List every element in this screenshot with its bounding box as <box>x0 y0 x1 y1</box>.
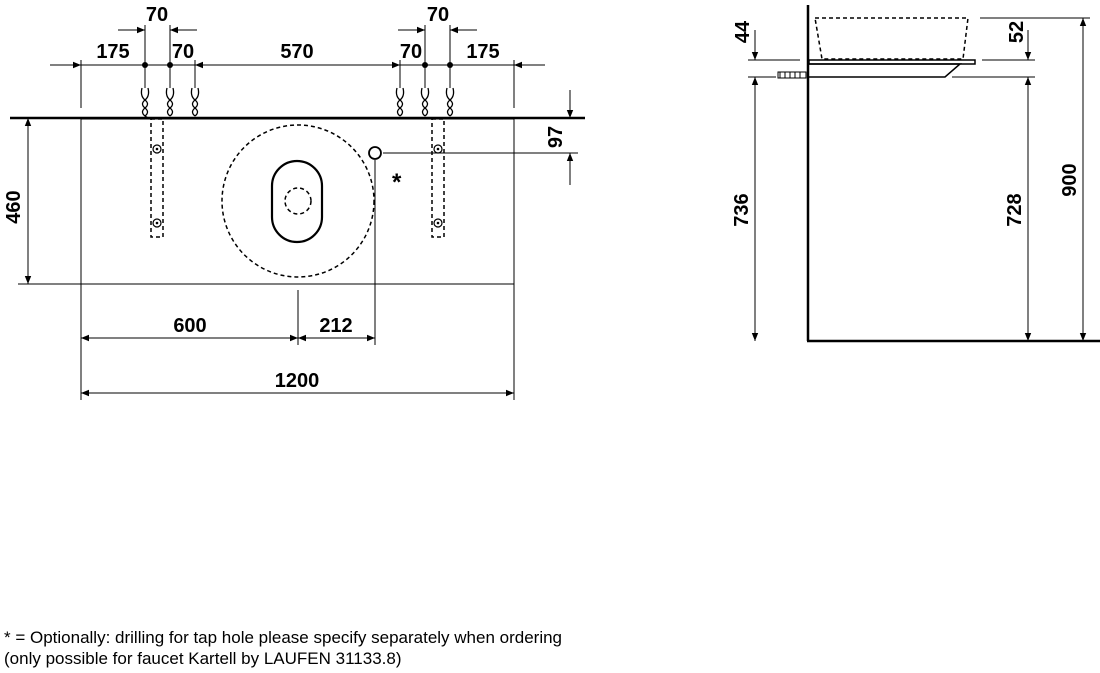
tap-hole-marker: * <box>392 169 402 196</box>
dim-side-900: 900 <box>1059 163 1081 196</box>
dim-height-460: 460 <box>3 190 25 223</box>
side-basin-outline <box>814 17 969 60</box>
right-bracket <box>431 118 445 238</box>
dim-side-44: 44 <box>732 20 754 43</box>
dim-center-570: 570 <box>280 41 313 63</box>
dim-side-52: 52 <box>1006 21 1028 43</box>
dim-right-175: 175 <box>466 41 499 63</box>
side-countertop <box>808 59 976 65</box>
dim-left-70: 70 <box>172 41 194 63</box>
dim-tap-offset-97: 97 <box>545 126 567 148</box>
basin-drain-bowl <box>270 159 324 244</box>
cabinet-body <box>80 118 515 285</box>
left-bracket <box>150 118 164 238</box>
dim-top-right-70: 70 <box>427 4 449 26</box>
side-cabinet-top <box>809 63 963 78</box>
dim-side-728: 728 <box>1004 193 1026 226</box>
drain-circle <box>284 187 312 215</box>
dim-top-left-70: 70 <box>146 4 168 26</box>
footnote-line-1: * = Optionally: drilling for tap hole pl… <box>4 628 563 647</box>
tap-hole <box>368 146 382 160</box>
front-view: 70 70 175 70 570 70 175 <box>3 4 585 400</box>
dim-bottom-600: 600 <box>173 315 206 337</box>
mounting-fittings <box>140 87 455 119</box>
dim-bottom-212: 212 <box>319 315 352 337</box>
side-fitting <box>777 71 807 79</box>
bracket-screws <box>152 144 443 228</box>
dim-left-175: 175 <box>96 41 129 63</box>
dim-total-1200: 1200 <box>275 370 320 392</box>
footnote-line-2: (only possible for faucet Kartell by LAU… <box>4 649 402 668</box>
dim-side-736: 736 <box>731 193 753 226</box>
basin-outline <box>221 124 375 278</box>
side-view: 44 52 736 728 900 <box>731 5 1100 343</box>
dim-right-70: 70 <box>400 41 422 63</box>
